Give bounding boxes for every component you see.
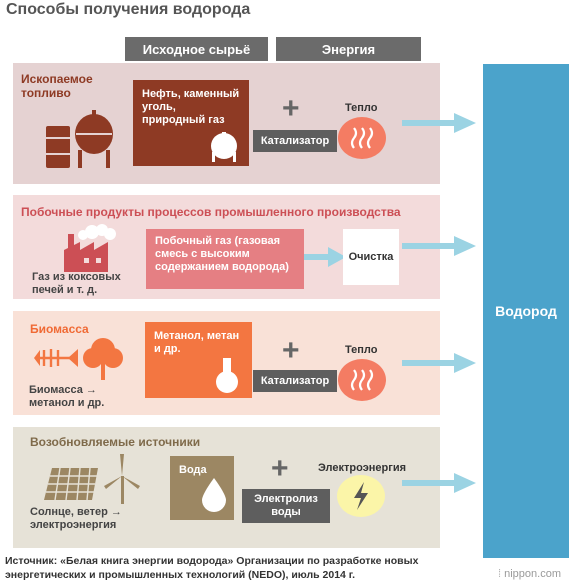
- nippon-logo: ⁞ nippon.com: [498, 568, 561, 580]
- industrial-source-text: Газ из коксовых печей и т. д.: [32, 271, 121, 296]
- fossil-heat-label: Тепло: [345, 102, 378, 114]
- hydrogen-label: Водород: [495, 303, 557, 319]
- heat-icon: [338, 117, 386, 159]
- fish-bone-icon: [34, 349, 78, 367]
- biomass-raw-text: Метанол, метан и др.: [154, 330, 240, 355]
- fossil-raw-box: Нефть, каменный уголь, природный газ: [133, 80, 249, 166]
- renewable-raw-box: Вода: [170, 456, 234, 520]
- hydrogen-box: Водород: [483, 64, 569, 558]
- renewable-process-label: Электролиз воды: [242, 489, 330, 523]
- biomass-heat-label: Тепло: [345, 344, 378, 356]
- plus-icon: +: [282, 334, 300, 367]
- heat-icon: [338, 359, 386, 401]
- arrow-right-icon: [402, 473, 476, 493]
- renewable-raw-text: Вода: [179, 464, 207, 476]
- renewable-source-text: Солнце, ветер → электроэнергия: [30, 506, 122, 531]
- flask-icon: [216, 358, 238, 393]
- plus-icon: +: [282, 92, 300, 125]
- oil-barrel-tank-icon: [46, 110, 113, 168]
- logo-dots: ⁞: [498, 568, 505, 580]
- source-note: Источник: «Белая книга энергии водорода»…: [5, 555, 419, 581]
- fossil-label: Ископаемое топливо: [21, 72, 93, 100]
- arrow-right-icon: [402, 113, 476, 133]
- factory-icon: [64, 224, 116, 272]
- tree-icon: [83, 338, 123, 380]
- water-drop-icon: [202, 478, 226, 512]
- biomass-label: Биомасса: [30, 322, 89, 336]
- biomass-catalyst-label: Катализатор: [253, 370, 337, 392]
- page-title: Способы получения водорода: [6, 1, 251, 18]
- industrial-raw-text: Побочный газ (газовая смесь с высоким со…: [155, 235, 289, 273]
- industrial-process-text: Очистка: [348, 251, 394, 263]
- header-raw-material: Исходное сырьё: [125, 37, 268, 61]
- renewable-energy-label: Электроэнергия: [318, 462, 407, 474]
- header-energy: Энергия: [276, 37, 421, 61]
- biomass-source-text: Биомасса → метанол и др.: [29, 384, 105, 409]
- fossil-catalyst-label: Катализатор: [253, 130, 337, 152]
- logo-text: nippon.com: [504, 568, 561, 580]
- arrow-right-icon: [304, 247, 346, 267]
- plus-icon: +: [271, 452, 289, 485]
- lightning-icon: [337, 475, 385, 517]
- gas-tank-icon: [211, 132, 237, 162]
- fossil-raw-text: Нефть, каменный уголь, природный газ: [142, 88, 240, 126]
- arrow-right-icon: [402, 353, 476, 373]
- industrial-process-box: Очистка: [343, 229, 399, 285]
- arrow-right-icon: [402, 236, 476, 256]
- renewable-label: Возобновляемые источники: [30, 435, 201, 449]
- solar-wind-icon: [44, 454, 140, 504]
- industrial-label: Побочные продукты процессов промышленног…: [21, 205, 401, 219]
- industrial-raw-box: Побочный газ (газовая смесь с высоким со…: [146, 229, 304, 289]
